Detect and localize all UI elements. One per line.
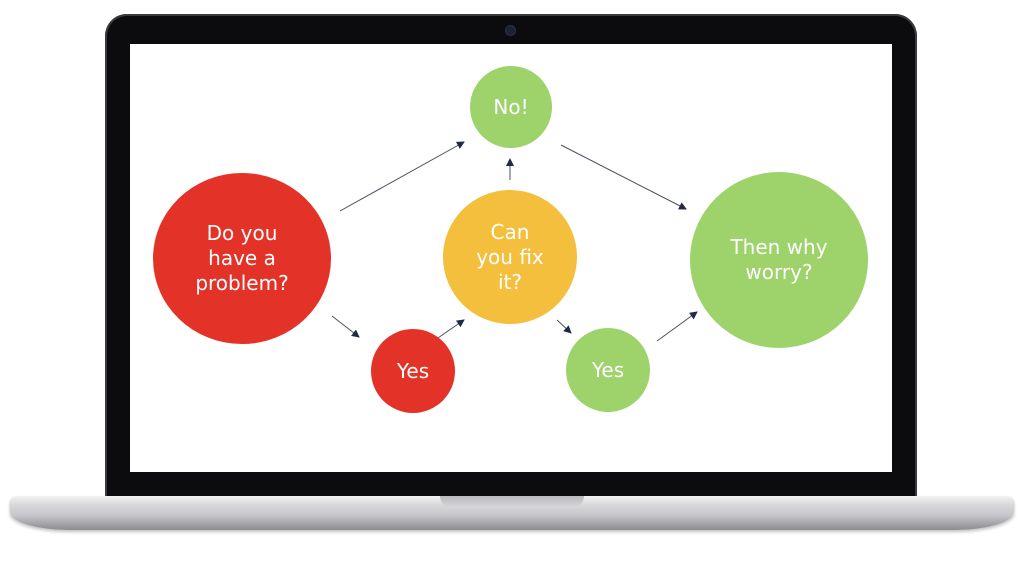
node-problem: Do you have a problem? [153, 173, 331, 344]
edge-yes2-to-worry [657, 312, 697, 341]
laptop-screen: Do you have a problem? Yes Can you fix i… [130, 44, 892, 472]
edge-no-to-worry [561, 145, 686, 209]
node-no: No! [470, 66, 552, 148]
node-yes-1: Yes [371, 329, 455, 413]
edge-problem-to-no [340, 142, 464, 211]
laptop-opening-notch [440, 496, 584, 508]
edge-yes1-to-fix [435, 320, 464, 340]
edge-fix-to-yes2 [557, 320, 571, 333]
node-yes-2: Yes [566, 328, 650, 412]
screen-bottom-bezel [130, 472, 892, 490]
node-can-you-fix: Can you fix it? [443, 190, 577, 324]
webcam [506, 26, 515, 35]
edge-problem-to-yes1 [332, 316, 359, 337]
flowchart: Do you have a problem? Yes Can you fix i… [130, 44, 892, 472]
node-then-why-worry: Then why worry? [690, 172, 868, 348]
